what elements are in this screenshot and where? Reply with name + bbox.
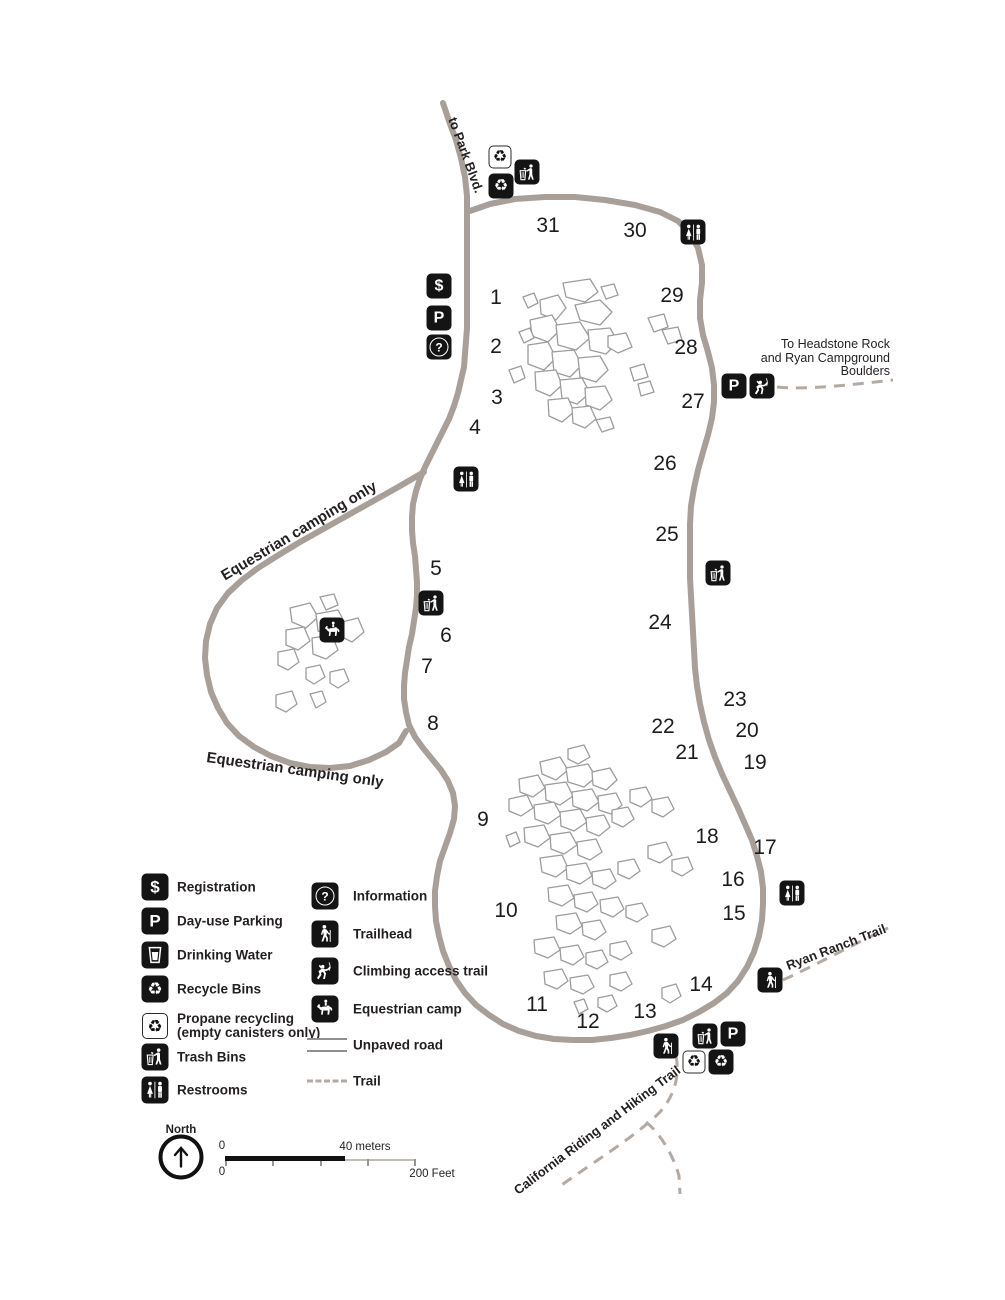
scale-tick xyxy=(272,1159,274,1166)
road-equestrian-loop xyxy=(202,469,427,771)
scale-feet-label: 200 Feet xyxy=(409,1168,455,1180)
site-number-27: 27 xyxy=(681,390,705,413)
site-number-13: 13 xyxy=(633,1000,657,1023)
trash-bins-icon xyxy=(514,159,540,185)
propane-recycling-icon: ♻ xyxy=(488,145,512,169)
trash-bins-icon xyxy=(692,1023,718,1049)
site-number-22: 22 xyxy=(651,715,675,738)
site-number-14: 14 xyxy=(689,973,713,996)
site-number-8: 8 xyxy=(427,712,439,735)
information-icon: ? xyxy=(311,882,339,910)
equestrian-camp-icon xyxy=(311,995,339,1023)
site-number-30: 30 xyxy=(623,219,647,242)
trail-ryan-ranch xyxy=(782,926,889,982)
site-number-23: 23 xyxy=(723,688,747,711)
day-use-parking-icon: P xyxy=(141,907,169,935)
legend-equestrian-label: Equestrian camp xyxy=(353,1001,462,1017)
site-number-31: 31 xyxy=(536,214,560,237)
scale-tick xyxy=(320,1159,322,1166)
legend-parking-label: Day-use Parking xyxy=(177,913,283,929)
trail-california-riding-hiking xyxy=(555,1055,679,1191)
site-number-11: 11 xyxy=(526,993,548,1016)
boulder-clusters xyxy=(275,278,694,1015)
restrooms-icon xyxy=(141,1076,169,1104)
site-number-5: 5 xyxy=(430,557,442,580)
trailhead-icon xyxy=(311,920,339,948)
climbing-access-icon xyxy=(311,957,339,985)
site-number-20: 20 xyxy=(735,719,759,742)
restrooms-icon xyxy=(680,219,706,245)
site-number-15: 15 xyxy=(722,902,746,925)
registration-icon: $ xyxy=(141,873,169,901)
legend-registration-label: Registration xyxy=(177,879,256,895)
restrooms-icon xyxy=(453,466,479,492)
site-number-9: 9 xyxy=(477,808,489,831)
scale-meters-zero: 0 xyxy=(218,1140,226,1152)
site-number-1: 1 xyxy=(490,286,502,309)
headstone-rock-label: To Headstone Rock and Ryan Campground Bo… xyxy=(760,337,890,378)
site-number-2: 2 xyxy=(490,335,502,358)
unpaved-road-swatch xyxy=(307,1038,347,1052)
scale-tick xyxy=(225,1159,227,1166)
scale-feet-zero: 0 xyxy=(218,1166,226,1178)
trail-headstone-rock xyxy=(776,378,894,390)
site-number-19: 19 xyxy=(743,751,767,774)
road-main-loop xyxy=(401,194,766,1043)
scale-meters-label: 40 meters xyxy=(339,1141,391,1153)
site-number-21: 21 xyxy=(675,741,699,764)
site-number-24: 24 xyxy=(648,611,672,634)
legend-propane-label: Propane recycling (empty canisters only) xyxy=(177,1011,321,1040)
scale-tick xyxy=(414,1159,416,1166)
legend-information-label: Information xyxy=(353,888,428,904)
information-icon: ? xyxy=(426,334,452,360)
day-use-parking-icon: P xyxy=(721,373,747,399)
day-use-parking-icon: P xyxy=(720,1021,746,1047)
trailhead-icon xyxy=(653,1033,679,1059)
legend-climbing-label: Climbing access trail xyxy=(353,963,489,979)
legend-water-label: Drinking Water xyxy=(177,947,273,963)
scale-tick xyxy=(367,1159,369,1166)
site-number-12: 12 xyxy=(576,1010,600,1033)
site-number-10: 10 xyxy=(494,899,518,922)
trash-bins-icon xyxy=(705,560,731,586)
trailhead-icon xyxy=(757,967,783,993)
legend-trailhead-label: Trailhead xyxy=(353,926,413,942)
drinking-water-icon xyxy=(141,941,169,969)
propane-recycling-icon: ♻ xyxy=(682,1050,706,1074)
legend-restrooms-label: Restrooms xyxy=(177,1082,248,1098)
trail-swatch xyxy=(307,1079,347,1083)
site-number-7: 7 xyxy=(421,655,433,678)
climbing-access-icon xyxy=(749,373,775,399)
recycle-bins-icon: ♻ xyxy=(708,1049,734,1075)
propane-recycling-icon: ♻ xyxy=(142,1013,168,1039)
site-number-16: 16 xyxy=(721,868,745,891)
site-number-25: 25 xyxy=(655,523,679,546)
site-number-17: 17 xyxy=(753,836,777,859)
legend-unpaved-road-label: Unpaved road xyxy=(353,1037,444,1053)
legend-trail-label: Trail xyxy=(353,1073,381,1089)
road-to-park-blvd xyxy=(440,100,470,215)
recycle-bins-icon: ♻ xyxy=(488,173,514,199)
site-number-18: 18 xyxy=(695,825,719,848)
trash-bins-icon xyxy=(141,1043,169,1071)
site-number-3: 3 xyxy=(491,386,503,409)
site-number-26: 26 xyxy=(653,452,677,475)
trash-bins-icon xyxy=(418,590,444,616)
site-number-6: 6 xyxy=(440,624,452,647)
day-use-parking-icon: P xyxy=(426,305,452,331)
legend-trash-label: Trash Bins xyxy=(177,1049,247,1065)
site-number-29: 29 xyxy=(660,284,684,307)
scale-meters-bar xyxy=(225,1156,345,1161)
equestrian-camp-icon xyxy=(319,617,345,643)
legend-recycle-label: Recycle Bins xyxy=(177,981,262,997)
site-number-28: 28 xyxy=(674,336,698,359)
trail-california-south-branch xyxy=(645,1120,682,1195)
north-label: North xyxy=(165,1124,197,1136)
north-arrow xyxy=(158,1134,204,1180)
site-number-4: 4 xyxy=(469,416,481,439)
registration-icon: $ xyxy=(426,273,452,299)
restrooms-icon xyxy=(779,880,805,906)
recycle-bins-icon: ♻ xyxy=(141,975,169,1003)
